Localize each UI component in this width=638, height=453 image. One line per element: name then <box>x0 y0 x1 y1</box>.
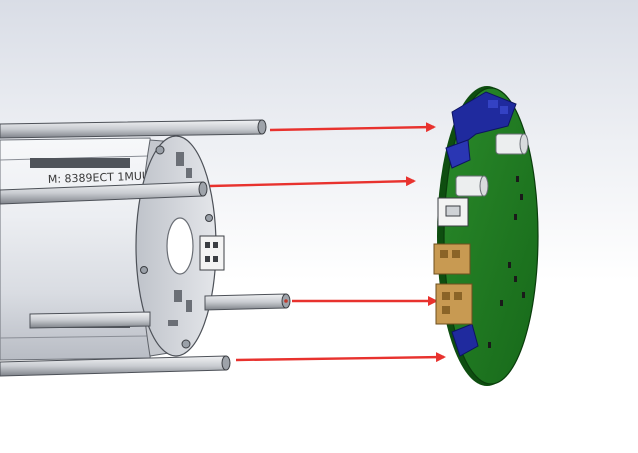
standoff-rod <box>0 119 267 139</box>
body-slot <box>30 158 130 168</box>
tan-connector <box>433 243 471 275</box>
flange-component <box>186 300 192 312</box>
standoffs <box>0 119 291 377</box>
pcb-white-connector <box>437 197 469 227</box>
pcb-standoff <box>455 175 489 197</box>
smd-components <box>488 176 525 348</box>
flange-component <box>168 320 178 326</box>
flange-component <box>174 290 182 302</box>
standoff-rod <box>204 293 291 311</box>
pcb-standoff <box>495 133 529 155</box>
blue-connector <box>445 91 517 169</box>
flange-connector <box>199 235 225 271</box>
arrow <box>209 176 416 188</box>
screw-hole <box>181 339 191 349</box>
standoff-rod <box>29 311 151 329</box>
motor-label: M: 8389ECT 1MUUM <box>48 169 160 186</box>
pcb <box>433 86 539 386</box>
standoff-rod <box>0 181 208 205</box>
arrow <box>235 352 446 363</box>
screw-hole <box>155 145 165 155</box>
screw-hole <box>205 214 213 222</box>
arrow <box>269 122 436 133</box>
shaft-hole <box>166 217 194 275</box>
blue-connector <box>451 323 479 357</box>
flange-component <box>186 168 192 178</box>
flange-component <box>176 152 184 166</box>
tan-connector <box>435 283 473 325</box>
arrows <box>209 122 446 363</box>
screw-hole <box>140 266 148 274</box>
standoff-rod <box>0 355 231 377</box>
